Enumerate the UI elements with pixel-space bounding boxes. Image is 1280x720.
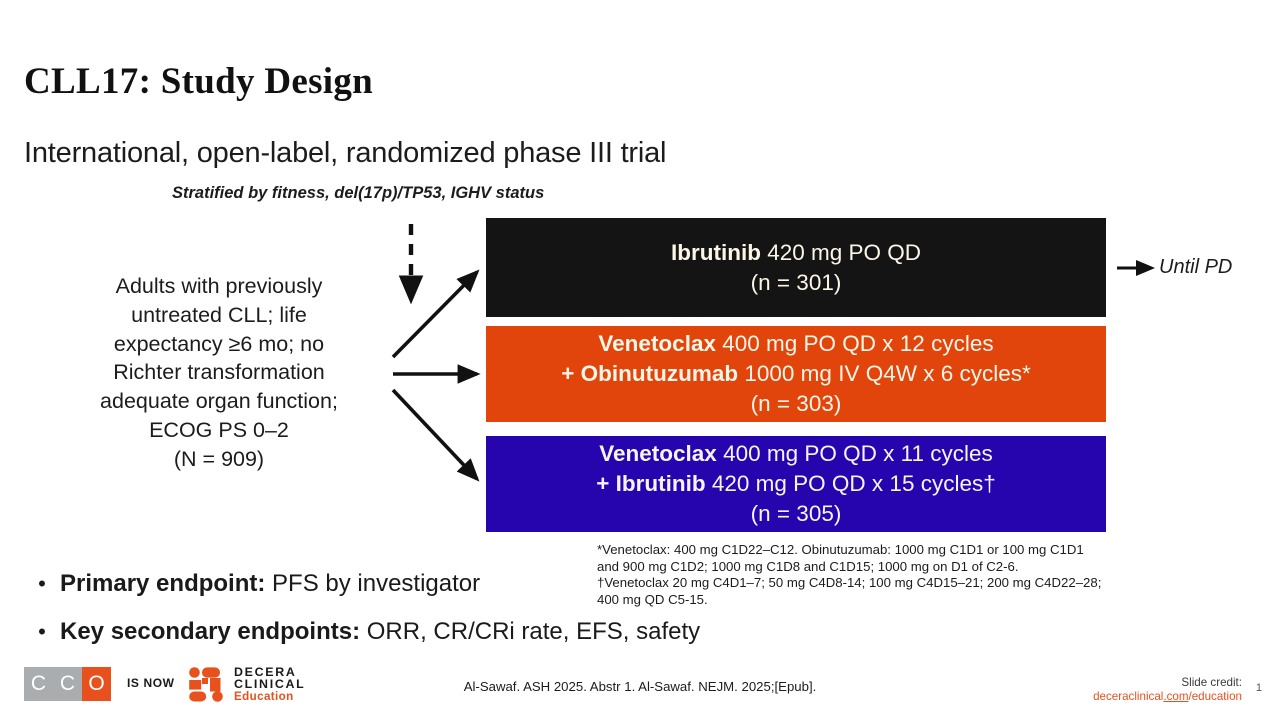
endpoint-label: Key secondary endpoints:	[60, 618, 361, 645]
population-line: ECOG PS 0–2	[149, 417, 289, 442]
slide-credit-link[interactable]: deceraclinical.com/education	[1093, 690, 1242, 704]
bullet-icon: •	[38, 619, 46, 644]
bullet-icon: •	[38, 571, 46, 596]
arm-drug-name-2: + Obinutuzumab	[561, 361, 739, 386]
decera-line-1: DECERA	[234, 665, 297, 679]
arrow-to-venetoclax-ibrutinib-arm	[391, 388, 480, 482]
arm-n: (n = 305)	[750, 501, 842, 526]
population-line: untreated CLL; life	[131, 302, 307, 327]
arm-regimen-line: Venetoclax 400 mg PO QD x 12 cycles	[598, 329, 993, 359]
until-pd-label: Until PD	[1159, 256, 1233, 278]
endpoint-primary: • Primary endpoint: PFS by investigator	[24, 568, 604, 600]
arm-dose: 400 mg PO QD x 11 cycles	[716, 441, 993, 466]
stratification-note: Stratified by fitness, del(17p)/TP53, IG…	[172, 184, 545, 202]
arm-n: (n = 303)	[750, 391, 842, 416]
decera-logo-icon	[189, 667, 223, 702]
citation-text: Al-Sawaf. ASH 2025. Abstr 1. Al-Sawaf. N…	[463, 679, 817, 694]
population-total-n: (N = 909)	[173, 446, 265, 471]
link-post: /education	[1188, 690, 1242, 703]
arm-drug-name: Venetoclax	[598, 331, 716, 356]
arrow-to-ibrutinib-arm	[391, 269, 480, 359]
endpoints-list: • Primary endpoint: PFS by investigator …	[24, 568, 700, 664]
cco-letter-o: O	[82, 667, 111, 701]
population-line: Richter transformation	[113, 360, 325, 385]
arm-drug-name: Venetoclax	[599, 441, 717, 466]
treatment-arm-ibrutinib: Ibrutinib 420 mg PO QD (n = 301)	[486, 218, 1106, 317]
population-line: adequate organ function;	[100, 389, 338, 414]
endpoint-secondary: • Key secondary endpoints: ORR, CR/CRi r…	[24, 616, 700, 648]
page-title: CLL17: Study Design	[24, 61, 374, 102]
link-pre: deceraclinical	[1093, 690, 1164, 703]
treatment-arm-venetoclax-obinutuzumab: Venetoclax 400 mg PO QD x 12 cycles + Ob…	[486, 326, 1106, 422]
endpoint-content: Key secondary endpoints: ORR, CR/CRi rat…	[60, 616, 700, 648]
decera-wordmark: DECERA CLINICAL Education	[234, 666, 305, 704]
study-population-block: Adults with previously untreated CLL; li…	[60, 272, 378, 474]
link-domain: .com	[1163, 690, 1189, 703]
arm-drug-name: Ibrutinib	[670, 239, 761, 265]
arm-regimen-line: Ibrutinib 420 mg PO QD	[671, 238, 921, 268]
cco-logo: C C O	[24, 667, 111, 701]
page-number: 1	[1255, 682, 1262, 694]
population-line: Adults with previously	[115, 274, 323, 298]
endpoint-content: Primary endpoint: PFS by investigator	[60, 568, 480, 600]
arm-regimen-line-2: + Obinutuzumab 1000 mg IV Q4W x 6 cycles…	[561, 359, 1031, 389]
endpoint-value: PFS by investigator	[265, 570, 481, 597]
endpoint-label: Primary endpoint:	[60, 570, 266, 597]
footnote-line: 400 mg QD C5-15.	[597, 591, 708, 607]
footnotes-block: *Venetoclax: 400 mg C1D22–C12. Obinutuzu…	[597, 542, 1197, 608]
slide-credit: Slide credit: deceraclinical.com/educati…	[1093, 676, 1242, 704]
arm-dose: 420 mg PO QD	[760, 239, 922, 265]
is-now-label: IS NOW	[127, 676, 175, 690]
cco-letter-c1: C	[24, 667, 53, 701]
cco-letter-c2: C	[53, 667, 82, 701]
population-line: expectancy ≥6 mo; no	[113, 331, 325, 356]
decera-line-2: CLINICAL	[234, 677, 306, 692]
arm-dose: 400 mg PO QD x 12 cycles	[715, 331, 994, 356]
arm-dose-2: 420 mg PO QD x 15 cycles†	[705, 471, 996, 496]
footnote-line: *Venetoclax: 400 mg C1D22–C12. Obinutuzu…	[597, 542, 1084, 557]
arm-n: (n = 301)	[750, 269, 842, 295]
footnote-line: and 900 mg C1D2; 1000 mg C1D8 and C1D15;…	[597, 558, 1019, 574]
arm-regimen-line: Venetoclax 400 mg PO QD x 11 cycles	[599, 439, 993, 469]
slide-subtitle: International, open-label, randomized ph…	[24, 137, 667, 169]
arm-regimen-line-2: + Ibrutinib 420 mg PO QD x 15 cycles†	[596, 469, 996, 499]
endpoint-value: ORR, CR/CRi rate, EFS, safety	[360, 618, 701, 645]
decera-line-3: Education	[234, 690, 294, 704]
arm-dose-2: 1000 mg IV Q4W x 6 cycles*	[738, 361, 1031, 386]
slide-credit-label: Slide credit:	[1181, 676, 1242, 689]
treatment-arm-venetoclax-ibrutinib: Venetoclax 400 mg PO QD x 11 cycles + Ib…	[486, 436, 1106, 532]
footnote-line: †Venetoclax 20 mg C4D1–7; 50 mg C4D8-14;…	[597, 575, 1102, 591]
arm-drug-name-2: + Ibrutinib	[596, 471, 706, 496]
